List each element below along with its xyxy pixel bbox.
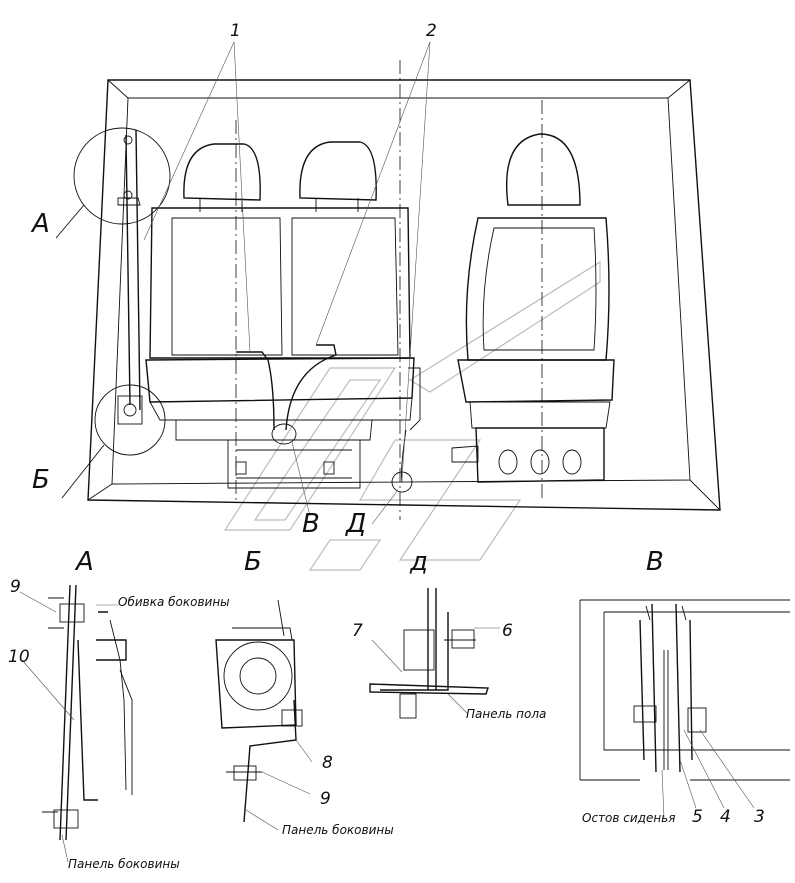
detail-a-title: А <box>74 547 94 577</box>
view-label-d: Д <box>345 509 366 539</box>
detail-v-title: В <box>646 547 664 577</box>
detail-b: Б <box>215 547 313 831</box>
cabin-outline <box>87 79 721 511</box>
callout-7: 7 <box>352 621 363 641</box>
callout-9-a: 9 <box>10 577 21 597</box>
callout-8: 8 <box>322 753 333 773</box>
view-label-b: Б <box>32 465 50 495</box>
front-single-seat <box>391 133 615 493</box>
callout-4: 4 <box>720 807 731 827</box>
callout-5: 5 <box>692 807 703 827</box>
callout-6: 6 <box>502 621 513 641</box>
caption-ostov-sidenya: Остов сиденья <box>582 811 675 825</box>
caption-obivka-bokoviny: Обивка боковины <box>118 595 230 609</box>
detail-circle-b <box>61 384 166 499</box>
leader-lines <box>143 41 431 525</box>
buckle-cables <box>236 344 337 445</box>
callout-9-b: 9 <box>320 789 331 809</box>
watermark-logo <box>223 260 601 571</box>
centerlines <box>235 60 543 520</box>
detail-b-title: Б <box>244 547 262 577</box>
detail-a: А <box>19 547 133 863</box>
caption-panel-pola: Панель пола <box>466 707 546 721</box>
belt-anchor-rail <box>117 129 141 411</box>
callout-10: 10 <box>8 647 30 667</box>
callout-3: 3 <box>754 807 765 827</box>
detail-d: д <box>369 547 500 719</box>
callout-1: 1 <box>230 21 241 41</box>
view-label-v: В <box>302 509 320 539</box>
caption-panel-bokoviny-a: Панель боковины <box>68 857 180 871</box>
view-label-a: А <box>30 209 50 239</box>
detail-v: В <box>579 547 790 819</box>
rear-bench-seat <box>145 141 415 489</box>
detail-d-title: д <box>409 547 428 577</box>
callout-2: 2 <box>426 21 437 41</box>
detail-circle-a <box>55 127 171 239</box>
caption-panel-bokoviny-b: Панель боковины <box>282 823 394 837</box>
